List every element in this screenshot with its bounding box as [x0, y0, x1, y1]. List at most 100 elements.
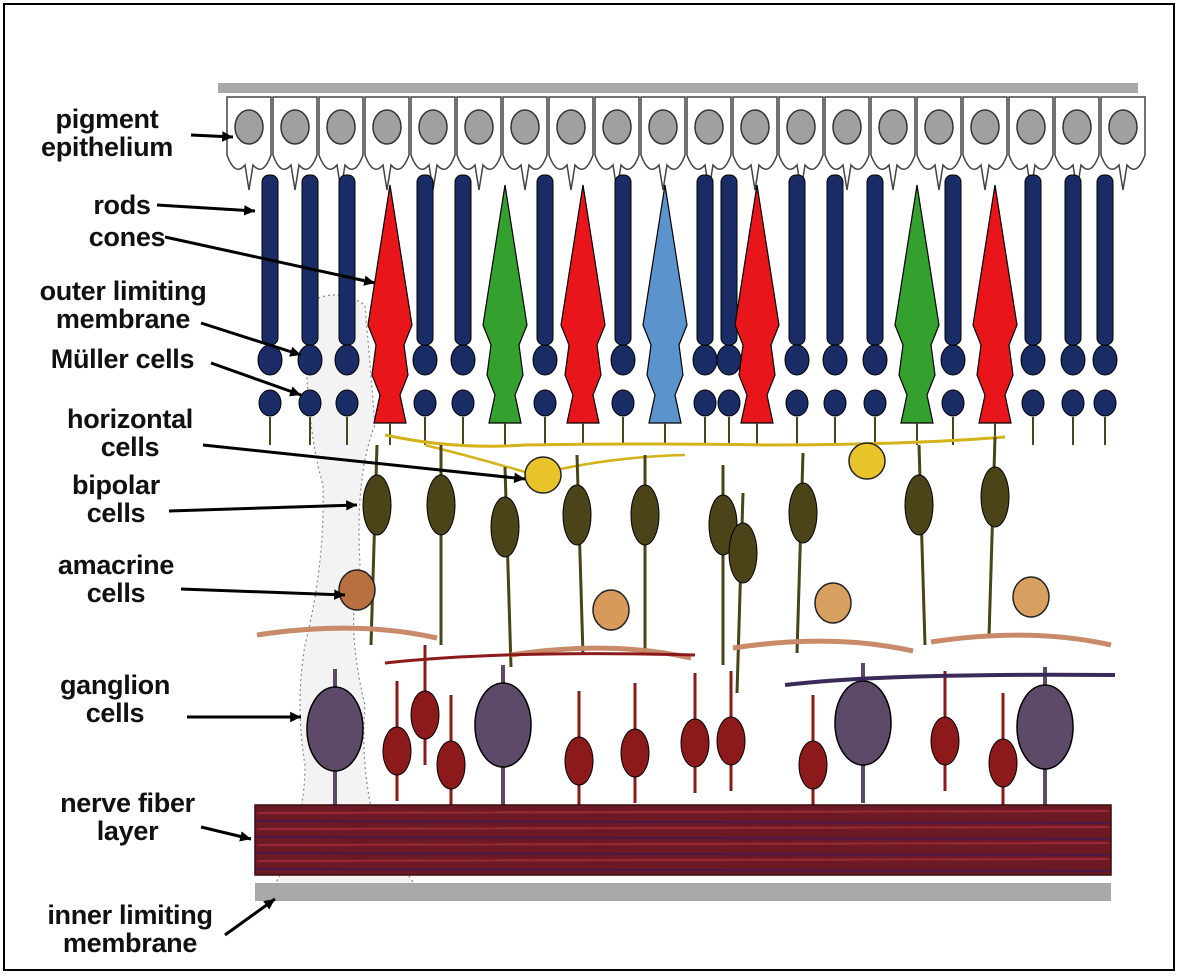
top-membrane	[218, 83, 1138, 93]
pigment-nucleus	[235, 110, 263, 144]
rod-terminal	[259, 390, 281, 416]
pigment-epithelium	[227, 97, 1145, 190]
rod-outer-segment	[789, 175, 805, 345]
pigment-nucleus	[925, 110, 953, 144]
rod-nucleus	[785, 345, 809, 375]
pigment-nucleus	[511, 110, 539, 144]
pigment-nucleus	[419, 110, 447, 144]
label-outer-limiting-membrane: outer limiting membrane	[23, 277, 223, 333]
ganglion-dendrite	[785, 675, 1115, 685]
pigment-nucleus	[603, 110, 631, 144]
pigment-nucleus	[1017, 110, 1045, 144]
rod-outer-segment	[867, 175, 883, 345]
rod-terminal	[534, 390, 556, 416]
label-arrow	[211, 363, 301, 395]
rod-nucleus	[717, 345, 741, 375]
nerve-fiber-layer	[255, 805, 1111, 875]
nerve-fiber-band	[255, 805, 1111, 875]
label-amacrine-line1: amacrine	[51, 551, 181, 579]
rod-outer-segment	[537, 175, 553, 345]
label-cones: cones	[87, 223, 167, 251]
inner-limiting-membrane-band	[255, 883, 1111, 901]
bipolar-cell-body	[631, 485, 659, 545]
label-ganglion-line1: ganglion	[45, 671, 185, 699]
rod-outer-segment	[827, 175, 843, 345]
ganglion-dendrite	[385, 654, 695, 663]
rod-outer-segment	[1097, 175, 1113, 345]
label-horizontal-cells: horizontal cells	[55, 405, 205, 461]
rod-terminal	[414, 390, 436, 416]
label-bipolar-line1: bipolar	[61, 471, 171, 499]
rod-terminal	[1094, 390, 1116, 416]
rod-nucleus	[941, 345, 965, 375]
amacrine-cells	[257, 570, 1111, 658]
label-nerve-line2: layer	[45, 817, 210, 845]
bipolar-cell-body	[363, 475, 391, 535]
rod-nucleus	[823, 345, 847, 375]
bipolar-cell-body	[427, 475, 455, 535]
label-olm-line2: membrane	[23, 305, 223, 333]
pigment-nucleus	[971, 110, 999, 144]
rod-nucleus	[413, 345, 437, 375]
rod-terminal	[452, 390, 474, 416]
pigment-nucleus	[833, 110, 861, 144]
rod-terminal	[1062, 390, 1084, 416]
rod-outer-segment	[1025, 175, 1041, 345]
cone-cell	[643, 185, 687, 423]
horizontal-cell-body	[525, 457, 561, 493]
bipolar-cell-body	[789, 483, 817, 543]
label-nerve-line1: nerve fiber	[45, 789, 210, 817]
rod-outer-segment	[1065, 175, 1081, 345]
rod-terminal	[864, 390, 886, 416]
rod-nucleus	[693, 345, 717, 375]
rod-outer-segment	[721, 175, 737, 345]
label-rods: rods	[87, 191, 157, 219]
label-muller-cells: Müller cells	[35, 345, 210, 373]
rod-terminal	[824, 390, 846, 416]
pigment-nucleus	[787, 110, 815, 144]
amacrine-process	[733, 641, 913, 651]
horizontal-process	[385, 435, 1005, 446]
amacrine-process	[931, 635, 1111, 645]
rod-terminal	[694, 390, 716, 416]
rod-outer-segment	[945, 175, 961, 345]
ganglion-cell-body	[717, 717, 745, 765]
arrowhead	[289, 386, 301, 396]
ganglion-cells	[307, 645, 1115, 815]
label-ganglion-line2: cells	[45, 699, 185, 727]
rod-terminal	[336, 390, 358, 416]
ganglion-cell-body	[989, 739, 1017, 787]
rod-nucleus	[1093, 345, 1117, 375]
pigment-nucleus	[741, 110, 769, 144]
rod-terminal	[299, 390, 321, 416]
arrowhead	[244, 205, 255, 215]
pigment-nucleus	[465, 110, 493, 144]
bipolar-cell-body	[491, 497, 519, 557]
ganglion-cell-body	[383, 727, 411, 775]
rod-nucleus	[1061, 345, 1085, 375]
pigment-nucleus	[1063, 110, 1091, 144]
label-pigment-line1: pigment	[27, 105, 187, 133]
label-arrow	[157, 205, 255, 211]
rod-outer-segment	[417, 175, 433, 345]
label-nerve-fiber-layer: nerve fiber layer	[45, 789, 210, 845]
ganglion-cell-body	[307, 687, 363, 771]
cone-cell	[561, 185, 605, 423]
photoreceptors	[258, 175, 1117, 445]
label-ganglion-cells: ganglion cells	[45, 671, 185, 727]
cone-cell	[895, 185, 939, 423]
pigment-nucleus	[695, 110, 723, 144]
ganglion-cell-body	[931, 717, 959, 765]
rod-terminal	[1022, 390, 1044, 416]
rod-terminal	[718, 390, 740, 416]
ganglion-cell-body	[475, 683, 531, 767]
pigment-nucleus	[281, 110, 309, 144]
amacrine-cell-body	[1013, 577, 1049, 617]
rod-outer-segment	[302, 175, 318, 345]
rod-terminal	[942, 390, 964, 416]
pigment-nucleus	[373, 110, 401, 144]
diagram-frame: pigment epithelium rods cones outer limi…	[3, 3, 1175, 971]
cone-cell	[368, 185, 412, 423]
pigment-nucleus	[649, 110, 677, 144]
rod-nucleus	[335, 345, 359, 375]
